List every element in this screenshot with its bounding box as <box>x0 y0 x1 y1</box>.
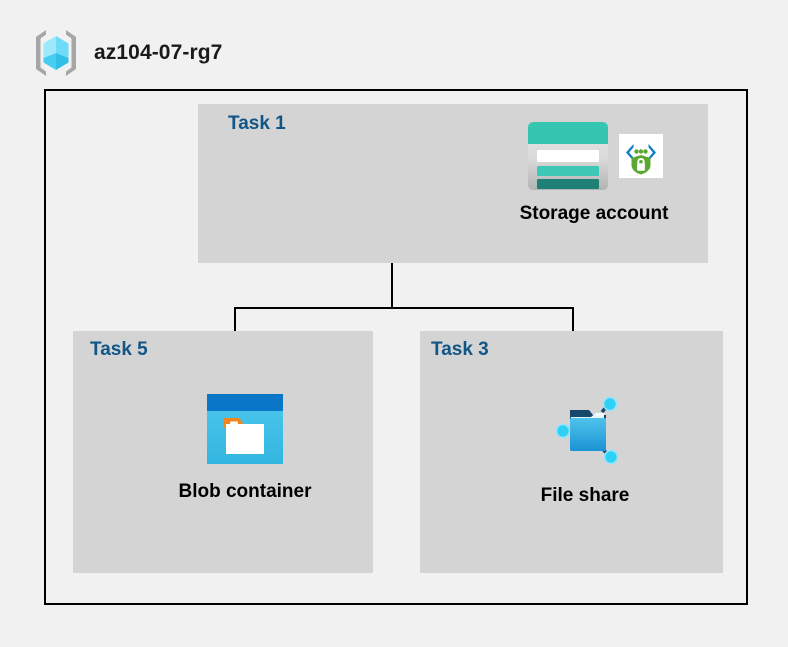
task-panel-task1: Task 1 <box>198 104 708 263</box>
resource-group-boundary <box>44 89 748 605</box>
node-caption-file-share: File share <box>540 485 630 506</box>
resource-group-header: az104-07-rg7 <box>30 24 222 82</box>
secure-transfer-icon <box>619 134 663 178</box>
file-share-icon <box>555 396 619 465</box>
resource-group-cube-icon <box>36 30 76 76</box>
blob-container-icon <box>207 394 283 464</box>
task-label-task3: Task 3 <box>431 339 489 360</box>
node-caption-storage-account: Storage account <box>519 203 669 224</box>
task-panel-task3: Task 3 <box>420 331 723 573</box>
node-blob-container[interactable]: Blob container <box>155 393 335 503</box>
file-share-icon-row <box>544 393 626 469</box>
blob-container-icon-row <box>206 393 284 465</box>
task-label-task5: Task 5 <box>90 339 148 360</box>
storage-account-icon <box>528 122 608 190</box>
task-label-task1: Task 1 <box>228 113 286 134</box>
node-caption-blob-container: Blob container <box>178 481 312 502</box>
resource-group-name: az104-07-rg7 <box>94 41 223 64</box>
task-panel-task5: Task 5 <box>73 331 373 573</box>
node-storage-account[interactable]: Storage account <box>494 119 694 225</box>
node-file-share[interactable]: File share <box>490 393 680 507</box>
storage-account-icon-row <box>525 119 663 193</box>
